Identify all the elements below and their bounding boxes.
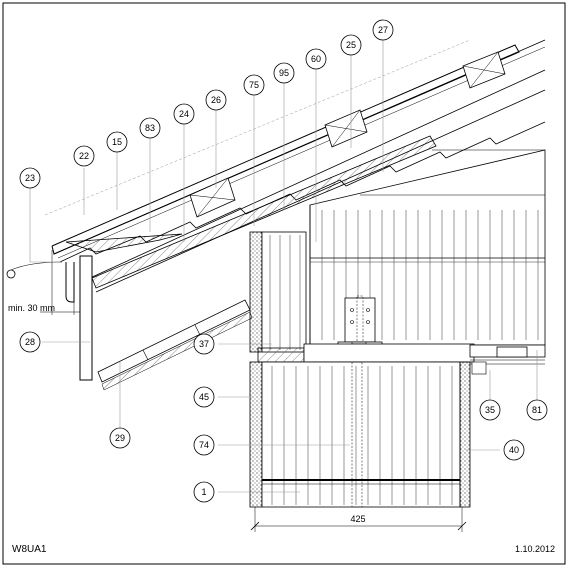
callout-label: 27: [378, 25, 388, 35]
roof-slab-block: [309, 149, 546, 346]
soffit-panels: [97, 299, 253, 391]
callout-label: 74: [199, 440, 209, 450]
leader-lines: [29, 40, 538, 493]
callout-label: 35: [485, 405, 495, 415]
top-plate: [257, 343, 475, 363]
callout-label: 23: [25, 173, 35, 183]
eave-fascia: [65, 233, 183, 381]
callout-label: 15: [112, 137, 122, 147]
callout-29: 29: [109, 427, 131, 449]
callout-74: 74: [193, 434, 215, 456]
ventilation-boxes: [189, 51, 506, 218]
callout-60: 60: [305, 48, 327, 70]
lower-wall: [249, 361, 471, 508]
callout-label: 40: [509, 445, 519, 455]
callout-81: 81: [526, 399, 548, 421]
callout-35: 35: [479, 399, 501, 421]
callout-45: 45: [193, 386, 215, 408]
callout-23: 23: [19, 167, 41, 189]
callout-label: 29: [115, 433, 125, 443]
dimension-wall: 425: [250, 507, 467, 532]
callout-28: 28: [19, 331, 41, 353]
callout-label: 37: [199, 339, 209, 349]
drawing-code: W8UA1: [12, 544, 47, 555]
callout-26: 26: [205, 89, 227, 111]
gutter: [6, 250, 80, 315]
callout-15: 15: [106, 131, 128, 153]
callout-label: 22: [79, 151, 89, 161]
callout-22: 22: [73, 145, 95, 167]
callout-40: 40: [503, 439, 525, 461]
callout-label: 95: [279, 68, 289, 78]
callout-label: 45: [199, 392, 209, 402]
callout-label: 26: [211, 95, 221, 105]
callout-27: 27: [372, 19, 394, 41]
callout-bubbles: 22 15 83 24 26 75 95 60 25 27 23 28 37 45 74 1 29 35 81 40: [19, 19, 548, 503]
callout-label: 24: [179, 109, 189, 119]
callout-37: 37: [193, 333, 215, 355]
ceiling-detail: [469, 344, 546, 375]
callout-83: 83: [139, 117, 161, 139]
dimension-wall-label: 425: [350, 514, 365, 524]
callout-24: 24: [173, 103, 195, 125]
callout-label: 75: [249, 80, 259, 90]
callout-1: 1: [193, 481, 215, 503]
drawing-date: 1.10.2012: [515, 544, 555, 554]
callout-label: 1: [201, 487, 206, 497]
callout-label: 83: [145, 123, 155, 133]
dimension-min-label: min. 30 mm: [8, 303, 55, 313]
callout-95: 95: [273, 62, 295, 84]
callout-75: 75: [243, 74, 265, 96]
callout-label: 28: [25, 337, 35, 347]
callout-25: 25: [340, 34, 362, 56]
callout-label: 60: [311, 54, 321, 64]
callout-label: 81: [532, 405, 542, 415]
callout-label: 25: [346, 40, 356, 50]
upper-wall: [249, 231, 307, 353]
